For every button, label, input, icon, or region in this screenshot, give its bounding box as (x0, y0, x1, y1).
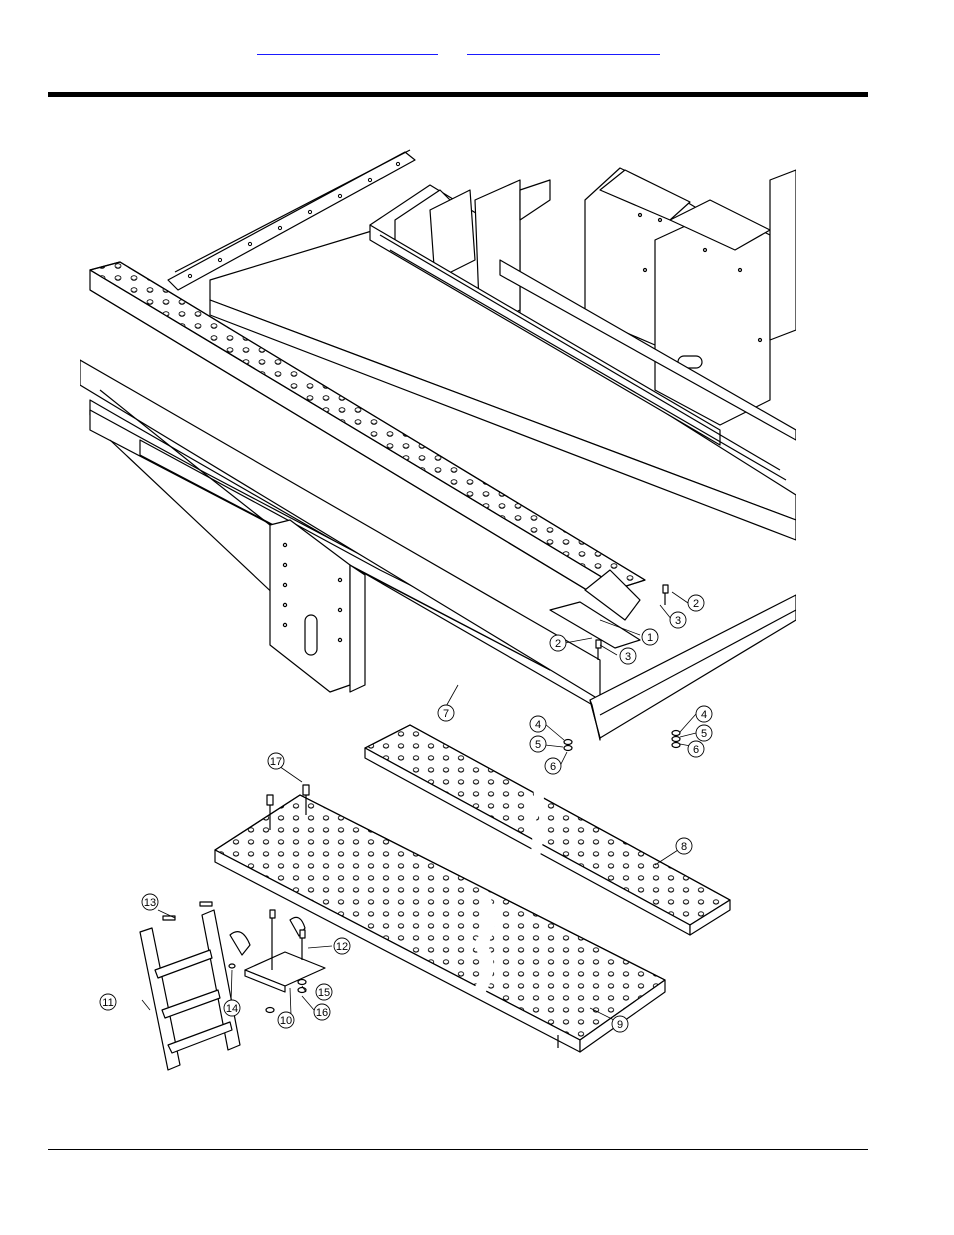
callout-c17: 17 (268, 753, 284, 769)
callout-label: 8 (681, 841, 687, 853)
callout-label: 2 (555, 638, 561, 650)
header-link-left[interactable] (257, 40, 438, 55)
callout-c16: 16 (314, 1004, 330, 1020)
callout-label: 5 (701, 728, 707, 740)
callout-c12: 12 (334, 938, 350, 954)
callout-c2a: 2 (550, 635, 566, 651)
callout-c14: 14 (224, 1000, 240, 1016)
callout-c13: 13 (142, 894, 158, 910)
callout-label: 9 (617, 1019, 623, 1031)
callout-c4a: 4 (530, 716, 546, 732)
callout-c5b: 5 (696, 725, 712, 741)
callout-c5a: 5 (530, 736, 546, 752)
callout-label: 11 (102, 997, 113, 1009)
footer-rule (48, 1149, 868, 1150)
callout-c7: 7 (438, 705, 454, 721)
callout-label: 3 (625, 651, 631, 663)
callout-c15: 15 (316, 984, 332, 1000)
callout-label: 17 (270, 756, 282, 768)
callout-c11: 11 (100, 994, 116, 1010)
header-link-right[interactable] (467, 40, 660, 55)
callout-label: 1 (647, 632, 653, 644)
callout-c6a: 6 (545, 758, 561, 774)
callout-label: 3 (675, 615, 681, 627)
header-links (0, 40, 954, 60)
callout-c4b: 4 (696, 706, 712, 722)
callout-label: 4 (701, 709, 707, 721)
callout-label: 6 (693, 744, 699, 756)
callout-label: 4 (535, 719, 541, 731)
callout-label: 12 (336, 941, 348, 953)
callout-c3b: 3 (670, 612, 686, 628)
callout-c3a: 3 (620, 648, 636, 664)
mount-bracket-10 (230, 917, 325, 992)
header-rule (48, 92, 868, 97)
callout-label: 16 (316, 1007, 328, 1019)
callout-c9: 9 (612, 1016, 628, 1032)
callout-label: 15 (318, 987, 330, 999)
step-ladder (140, 910, 240, 1070)
callout-label: 10 (280, 1015, 292, 1027)
callout-c8: 8 (676, 838, 692, 854)
callout-label: 2 (693, 598, 699, 610)
callout-label: 13 (144, 897, 156, 909)
callout-label: 6 (550, 761, 556, 773)
callout-label: 14 (226, 1003, 238, 1015)
callout-c6b: 6 (688, 741, 704, 757)
callout-c10: 10 (278, 1012, 294, 1028)
callout-label: 5 (535, 739, 541, 751)
callout-c1: 1 (642, 629, 658, 645)
callout-label: 7 (443, 708, 449, 720)
callout-c2b: 2 (688, 595, 704, 611)
